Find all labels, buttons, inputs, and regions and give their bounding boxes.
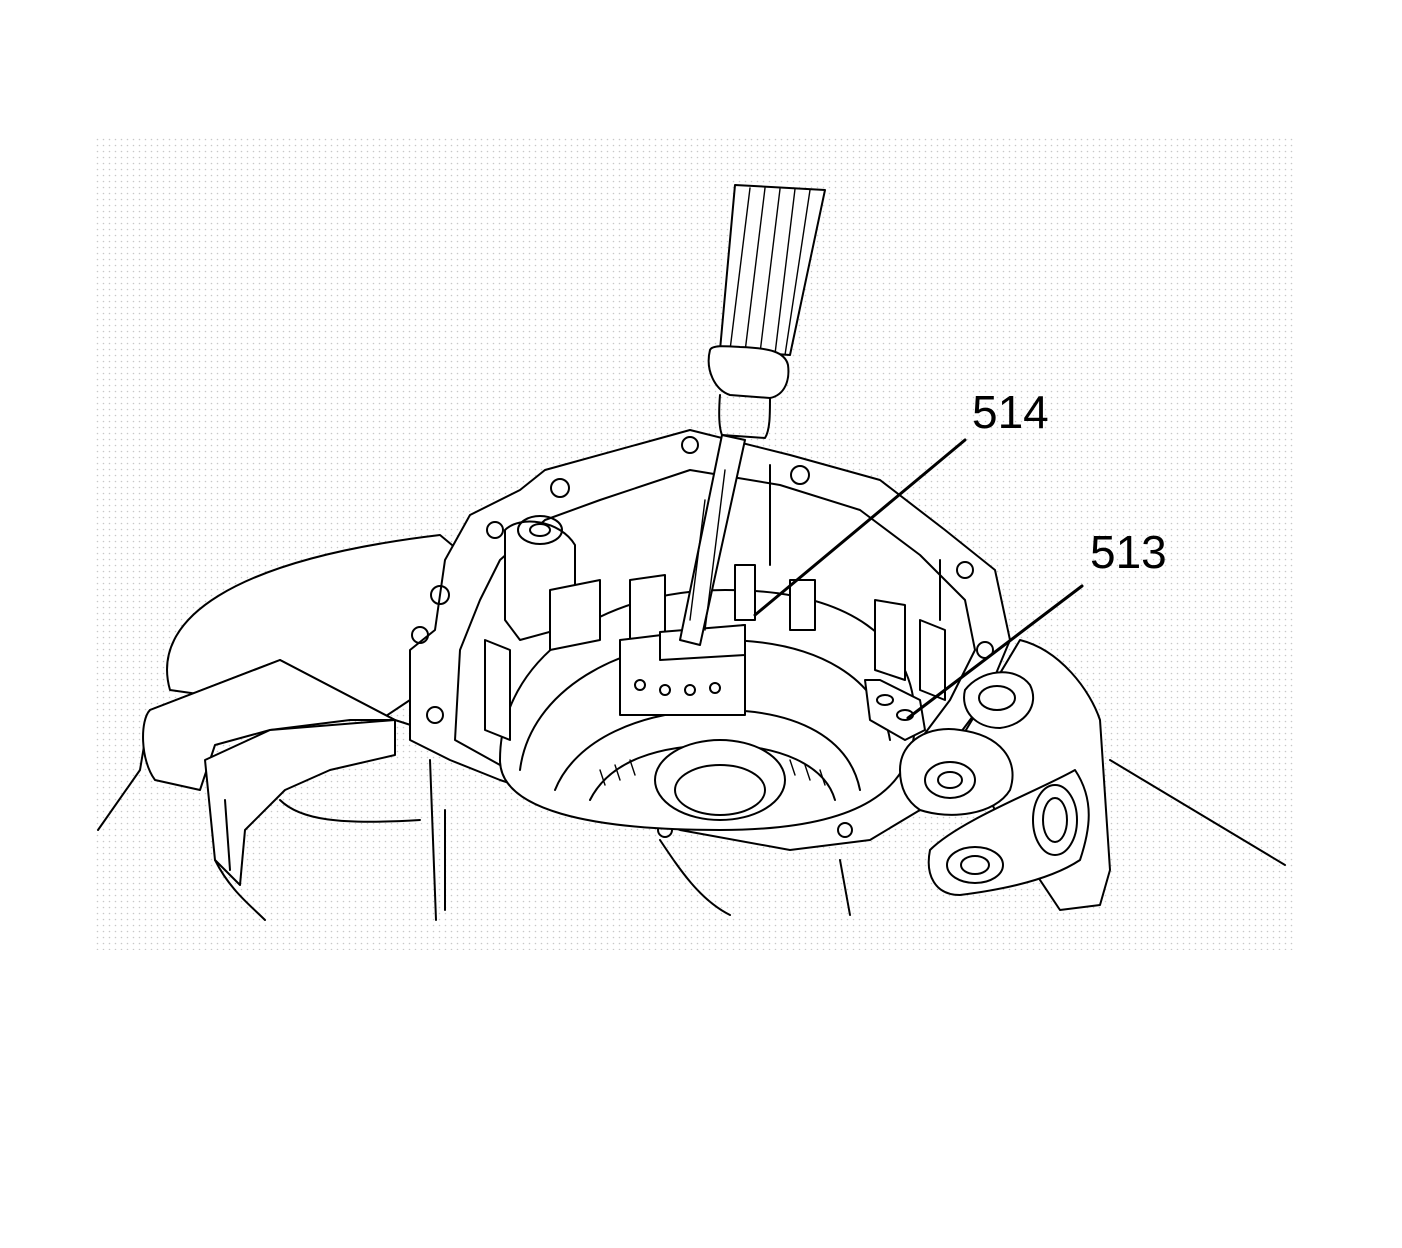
leader-513 xyxy=(906,584,1084,720)
clutch-lugs xyxy=(484,464,946,741)
left-housing xyxy=(97,534,471,921)
leader-514 xyxy=(753,438,967,617)
callout-513: 513 xyxy=(1090,526,1167,578)
pump-bores xyxy=(899,671,1035,816)
screwdriver-tool xyxy=(679,184,826,646)
callout-514: 514 xyxy=(972,386,1049,438)
part-513-spring xyxy=(864,679,926,741)
